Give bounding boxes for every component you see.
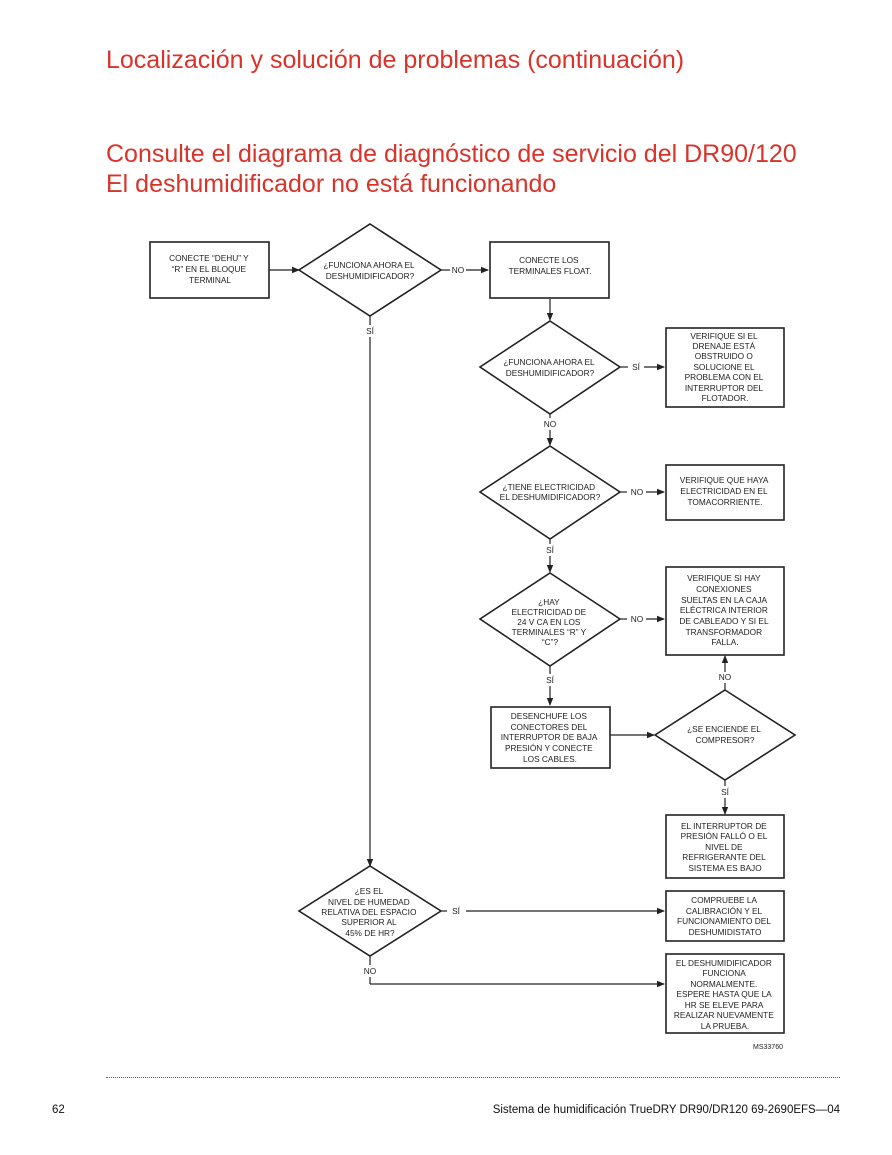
label-no-5: NO — [719, 672, 732, 682]
label-no-1: NO — [452, 265, 465, 275]
label-yes-5: SÍ — [721, 787, 730, 797]
connect-float-box — [489, 241, 610, 299]
label-yes-4: SÍ — [546, 675, 555, 685]
check-outlet-text: VERIFIQUE QUE HAYA ELECTRICIDAD EN EL TO… — [680, 475, 771, 507]
label-no-4: NO — [631, 614, 644, 624]
connect-terminal-text: CONECTE “DEHU” Y “R” EN EL BLOQUE TERMIN… — [169, 253, 251, 285]
check-calibration-text: COMPRUEBE LA CALIBRACIÓN Y EL FUNCIONAMI… — [677, 895, 773, 937]
has-power-text: ¿TIENE ELECTRICIDAD EL DESHUMIDIFICADOR? — [500, 482, 601, 502]
diagram-title: Consulte el diagrama de diagnóstico de s… — [106, 140, 797, 168]
page-number: 62 — [52, 1104, 65, 1116]
label-no-3: NO — [631, 487, 644, 497]
operating-normally-text: EL DESHUMIDIFICADOR FUNCIONA NORMALMENTE… — [674, 958, 776, 1031]
connect-terminal-box — [149, 241, 270, 299]
check-outlet-box — [665, 464, 785, 521]
section-title: Localización y solución de problemas (co… — [106, 46, 685, 74]
has-24v-decision — [478, 572, 622, 667]
diagram-subtitle: El deshumidificador no está funcionando — [106, 170, 557, 198]
label-yes-3: SÍ — [546, 545, 555, 555]
label-yes-6: SÍ — [452, 906, 461, 916]
figure-code: MS33760 — [753, 1044, 783, 1051]
works-now-text-2: ¿FUNCIONA AHORA EL DESHUMIDIFICADOR? — [503, 357, 596, 378]
operating-normally-box — [665, 953, 785, 1034]
has-power-decision — [478, 445, 622, 540]
has-24v-text: ¿HAY ELECTRICIDAD DE 24 V CA EN LOS TERM… — [512, 597, 589, 647]
works-now-decision-2 — [478, 320, 622, 415]
works-now-decision-1 — [297, 223, 443, 317]
label-no-6: NO — [364, 966, 377, 976]
check-drain-box — [665, 327, 785, 408]
check-wiring-text: VERIFIQUE SI HAY CONEXIONES SUELTAS EN L… — [679, 573, 770, 647]
unplug-pressure-switch-text: DESENCHUFE LOS CONECTORES DEL INTERRUPTO… — [501, 711, 600, 764]
troubleshooting-flowchart: CONECTE “DEHU” Y “R” EN EL BLOQUE TERMIN… — [149, 223, 797, 1051]
label-no-2: NO — [544, 419, 557, 429]
check-drain-text: VERIFIQUE SI EL DRENAJE ESTÁ OBSTRUIDO O… — [685, 331, 766, 403]
check-calibration-box — [665, 890, 785, 942]
label-yes-2: SÍ — [632, 362, 641, 372]
compressor-on-decision — [653, 689, 797, 781]
works-now-text-1: ¿FUNCIONA AHORA EL DESHUMIDIFICADOR? — [323, 260, 416, 281]
connect-float-text: CONECTE LOS TERMINALES FLOAT. — [509, 255, 592, 276]
humidity-level-decision — [297, 865, 443, 957]
humidity-level-text: ¿ES EL NIVEL DE HUMEDAD RELATIVA DEL ESP… — [321, 886, 418, 938]
pressure-switch-failed-box — [665, 814, 785, 879]
unplug-pressure-switch-box — [490, 706, 611, 769]
label-yes-1: SÍ — [366, 326, 375, 336]
footer-document-title: Sistema de humidificación TrueDRY DR90/D… — [492, 1104, 840, 1116]
footer-divider — [106, 1077, 840, 1078]
pressure-switch-failed-text: EL INTERRUPTOR DE PRESIÓN FALLÓ O EL NIV… — [681, 821, 770, 873]
check-wiring-box — [665, 566, 785, 656]
compressor-on-text: ¿SE ENCIENDE EL COMPRESOR? — [687, 724, 763, 745]
